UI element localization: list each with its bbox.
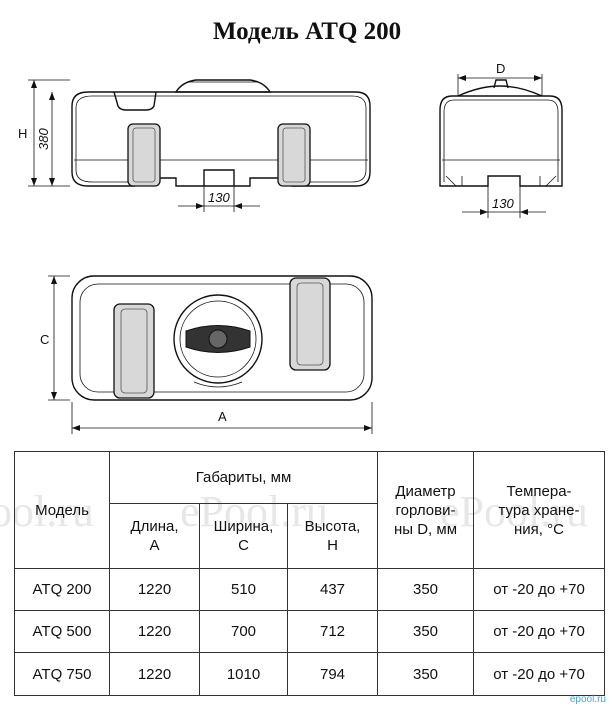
header-height: Высота, Н [287,503,378,569]
top-lid-inner [179,300,257,378]
header-temperature-line-2: тура хране- [498,501,580,519]
dim-label-130-front: 130 [208,190,230,205]
cell-model: ATQ 200 [14,568,110,611]
dim-label-380: 380 [36,128,51,150]
front-body-inner [75,95,367,183]
header-diameter-line-3: ны D, мм [393,520,458,538]
table-row: ATQ 500 1220 700 712 350 от -20 до +70 [14,610,605,653]
cell-width: 700 [199,610,288,653]
side-body-inner [443,99,559,182]
cell-diameter: 350 [377,610,474,653]
header-length: Длина, А [109,503,200,569]
cell-width: 1010 [199,652,288,696]
cell-temp: от -20 до +70 [473,652,605,696]
table-header-row-1: Модель Габариты, мм Диаметр горлови- ны … [14,451,605,569]
dim-label-a: A [218,409,227,424]
header-diameter-line-1: Диаметр [395,482,456,500]
cell-height: 437 [287,568,378,611]
header-length-line-1: Длина, [130,518,179,535]
top-view: C A [40,275,373,434]
side-lid [457,85,543,97]
top-lid-center [208,329,228,349]
header-temperature-line-1: Темпера- [506,482,572,500]
table-header-row-2: Длина, А Ширина, С Высота, Н [15,503,605,569]
cell-height: 794 [287,652,378,696]
cell-length: 1220 [109,568,200,611]
top-pad-right [289,277,331,371]
cell-temp: от -20 до +70 [473,568,605,611]
header-width: Ширина, С [199,503,288,569]
header-dims: Габариты, мм [109,451,378,504]
header-height-line-1: Высота, [304,518,361,535]
front-pad-right-inner [282,127,306,183]
front-lid [174,79,272,93]
top-body [71,275,373,401]
side-cap [493,79,509,89]
table-row: ATQ 200 1220 510 437 350 от -20 до +70 [14,568,605,611]
cell-width: 510 [199,568,288,611]
header-temperature-line-3: ния, °С [514,520,564,538]
table-row: ATQ 750 1220 1010 794 350 от -20 до +70 [14,652,605,696]
front-pad-right [277,123,311,187]
front-body [71,91,371,187]
cell-model: ATQ 500 [14,610,110,653]
top-pad-right-inner [296,282,324,366]
cell-temp: от -20 до +70 [473,610,605,653]
header-model: Модель [14,451,110,569]
top-body-inner [79,283,365,393]
spec-table: Модель Габариты, мм Диаметр горлови- ны … [14,451,605,696]
front-recess [113,91,157,111]
side-feet [445,175,557,187]
dim-label-c: C [40,332,49,347]
side-body [439,95,563,187]
header-length-line-2: А [149,537,160,554]
front-pad-left [127,123,161,187]
top-pad-left [113,303,155,399]
top-pad-left-inner [120,308,148,394]
cell-diameter: 350 [377,652,474,696]
cell-length: 1220 [109,610,200,653]
front-pad-left-inner [132,127,156,183]
site-badge: epool.ru [569,694,606,705]
header-diameter-line-2: горлови- [395,501,456,519]
dim-label-d: D [496,61,505,76]
front-notch [203,169,235,186]
header-width-line-2: С [238,537,249,554]
side-view: D 130 [439,61,563,218]
header-temperature: Темпера- тура хране- ния, °С [473,451,605,569]
dim-label-h: H [18,126,27,141]
dim-label-130-side: 130 [492,196,514,211]
header-width-line-1: Ширина, [213,518,274,535]
header-diameter: Диаметр горлови- ны D, мм [377,451,474,569]
top-lid-outer [173,294,263,384]
top-lid-tab [193,381,243,388]
front-view: H 380 130 [18,79,371,212]
page-title: Модель ATQ 200 [212,18,402,45]
cell-length: 1220 [109,652,200,696]
cell-model: ATQ 750 [14,652,110,696]
cell-height: 712 [287,610,378,653]
header-height-line-2: Н [327,537,338,554]
cell-diameter: 350 [377,568,474,611]
technical-drawing: H 380 130 D 130 [18,61,563,434]
